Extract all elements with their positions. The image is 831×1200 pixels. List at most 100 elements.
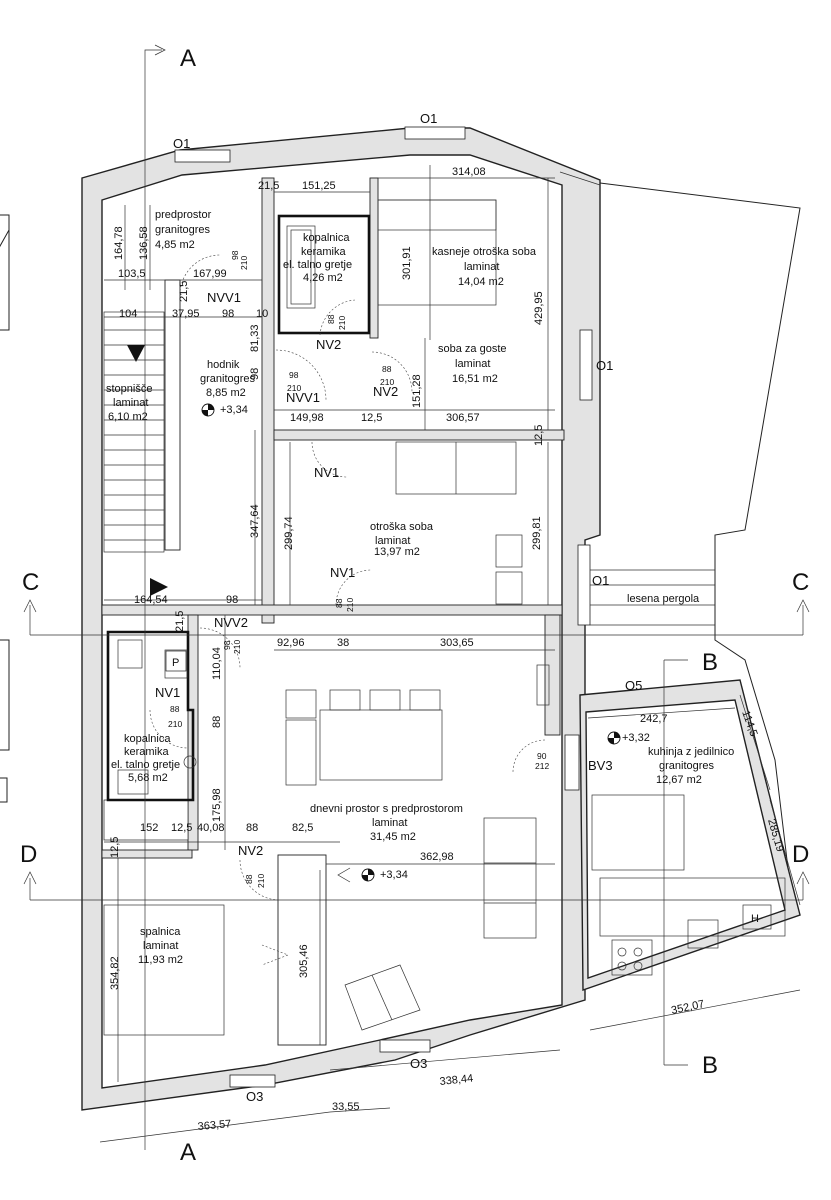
dim-352-07: 352,07: [670, 998, 705, 1017]
dimension-lines: [99, 165, 801, 1143]
opening-label-o3-b: O3: [410, 1056, 427, 1071]
room-area: 5,68 m2: [128, 772, 168, 784]
door-dim-w: 90: [537, 751, 547, 761]
dim-175-98: 175,98: [211, 788, 223, 822]
dim-152: 152: [140, 822, 158, 834]
dim-429-95: 429,95: [533, 291, 545, 325]
room-otroska: otroška soba laminat 13,97 m2: [370, 521, 434, 558]
level-value-hall: +3,34: [220, 404, 248, 416]
section-lines: [23, 44, 810, 1150]
opening-label-o5: O5: [625, 678, 642, 693]
door-dim-w: 88: [244, 874, 254, 884]
door-label-bv3: BV3: [588, 758, 613, 773]
dim-98-a: 98: [222, 308, 234, 320]
door-label-nv1-c: NV1: [155, 685, 180, 700]
hood-symbol: H: [751, 913, 759, 925]
room-name: hodnik: [207, 359, 240, 371]
room-name: otroška soba: [370, 521, 434, 533]
level-markers: [201, 403, 621, 883]
door-dim-h: 210: [337, 316, 347, 330]
door-label-nv2-b: NV2: [373, 384, 398, 399]
dim-21-5-b: 21,5: [178, 281, 190, 302]
legend-fragments: [0, 214, 10, 803]
room-kopalnica-2: kopalnica keramika el. talno gretje 5,68…: [111, 733, 180, 784]
dim-164-54: 164,54: [134, 594, 168, 606]
dim-301-91: 301,91: [401, 246, 413, 280]
dim-81-33: 81,33: [249, 324, 261, 352]
dim-98-c: 98: [226, 594, 238, 606]
furniture: [103, 199, 786, 1036]
room-floor: laminat: [113, 397, 148, 409]
door-dim-w: 98: [289, 370, 299, 380]
door-dim-h: 210: [287, 383, 301, 393]
room-floor: keramika: [124, 746, 170, 758]
door-label-nv2-c: NV2: [238, 843, 263, 858]
room-floor: laminat: [375, 535, 410, 547]
room-area: 13,97 m2: [374, 546, 420, 558]
room-name: dnevni prostor s predprostorom: [310, 803, 463, 815]
door-dim-h: 210: [380, 377, 394, 387]
boiler-symbol: P: [172, 657, 179, 669]
room-area: 14,04 m2: [458, 276, 504, 288]
door-dim-h: 210: [239, 256, 249, 270]
dim-242-7: 242,7: [640, 713, 668, 725]
room-floor: laminat: [143, 940, 178, 952]
room-goste: soba za goste laminat 16,51 m2: [438, 343, 507, 385]
room-floor: granitogres: [200, 373, 256, 385]
dim-12-5-b: 12,5: [533, 425, 545, 446]
room-kasneje: kasneje otroška soba laminat 14,04 m2: [432, 246, 537, 288]
dim-92-96: 92,96: [277, 637, 305, 649]
door-label-nv2-a: NV2: [316, 337, 341, 352]
room-name: spalnica: [140, 926, 181, 938]
opening-label-o1-a: O1: [173, 136, 190, 151]
room-spalnica: spalnica laminat 11,93 m2: [138, 926, 183, 966]
room-floor: granitogres: [155, 224, 211, 236]
room-floor: laminat: [455, 358, 490, 370]
door-dim-w: 98: [230, 250, 240, 260]
dim-21-5: 21,5: [258, 180, 279, 192]
dim-98-b: 98: [249, 368, 261, 380]
door-dim-h: 210: [256, 874, 266, 888]
dim-151-28: 151,28: [411, 374, 423, 408]
room-area: 4,85 m2: [155, 239, 195, 251]
level-value-living: +3,34: [380, 869, 408, 881]
dim-21-5-c: 21,5: [174, 611, 186, 632]
opening-label-o1-b: O1: [420, 111, 437, 126]
door-dim-h: 212: [535, 761, 549, 771]
boiler-box: [165, 650, 187, 672]
room-dnevni: dnevni prostor s predprostorom laminat 3…: [310, 803, 463, 843]
dim-104: 104: [119, 308, 137, 320]
section-label-b-top: B: [702, 649, 718, 676]
room-extra: el. talno gretje: [111, 759, 180, 771]
room-area: 31,45 m2: [370, 831, 416, 843]
room-name: kopalnica: [124, 733, 171, 745]
dim-314-08: 314,08: [452, 166, 486, 178]
level-value-kitchen: +3,32: [622, 732, 650, 744]
section-label-c-right: C: [792, 569, 809, 596]
door-dim-w: 88: [334, 598, 344, 608]
door-dim-h: 210: [345, 598, 355, 612]
room-name: stopnišče: [106, 383, 152, 395]
room-floor: granitogres: [659, 760, 715, 772]
dim-354-82: 354,82: [109, 956, 121, 990]
room-floor: laminat: [372, 817, 407, 829]
dim-338-44: 338,44: [439, 1073, 474, 1088]
dim-88-b: 88: [246, 822, 258, 834]
room-name: kasneje otroška soba: [432, 246, 537, 258]
door-dimensions: 98 210 88 210 98 210 88 210 88 210 98 21…: [168, 250, 549, 888]
opening-label-o1-c: O1: [596, 358, 613, 373]
section-label-b-bottom: B: [702, 1052, 718, 1079]
dim-37-95: 37,95: [172, 308, 200, 320]
section-label-d-right: D: [792, 841, 809, 868]
dim-103-5: 103,5: [118, 268, 146, 280]
opening-label-o1-d: O1: [592, 573, 609, 588]
dim-305-46: 305,46: [298, 944, 310, 978]
room-area: 8,85 m2: [206, 387, 246, 399]
room-name: kopalnica: [303, 232, 350, 244]
door-dim-w: 98: [222, 640, 232, 650]
dim-110-04: 110,04: [211, 647, 223, 680]
room-name: kuhinja z jedilnico: [648, 746, 734, 758]
dim-151-25: 151,25: [302, 180, 336, 192]
dim-306-57: 306,57: [446, 412, 480, 424]
